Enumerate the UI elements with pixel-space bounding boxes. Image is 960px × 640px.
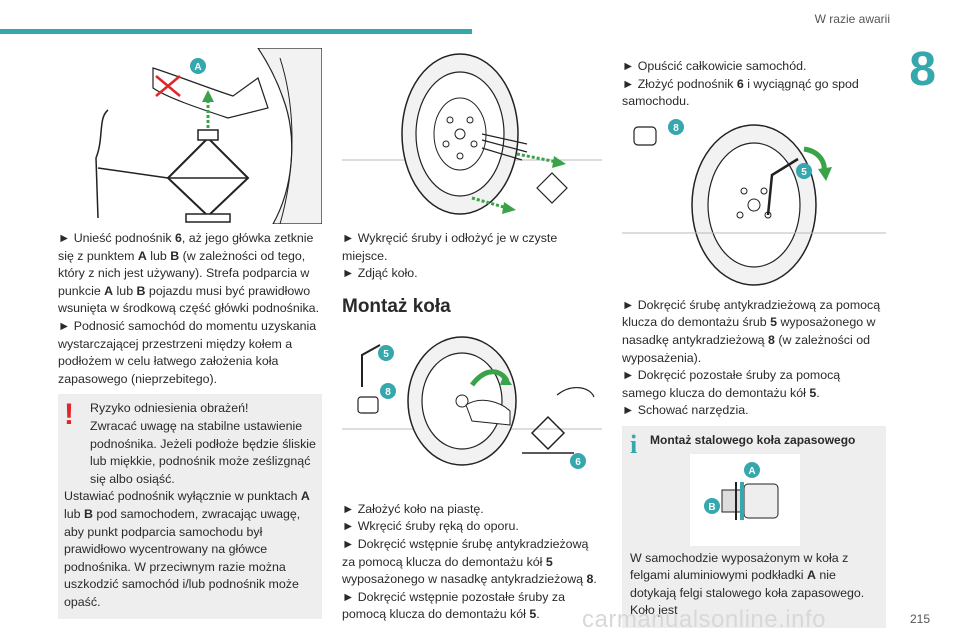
remove-wheel-instruction: ► Zdjąć koło. — [342, 266, 418, 281]
warning-line-3: Ustawiać podnośnik wyłącznie w punktach … — [64, 489, 310, 609]
info-title: Montaż stalowego koła zapasowego — [650, 432, 856, 447]
figure-label-6: 6 — [575, 457, 581, 468]
remove-bolts-instruction: ► Wykręcić śruby i odłożyć je w czyste m… — [342, 231, 558, 263]
figure-label-b: B — [708, 502, 715, 513]
remove-wheel-illustration — [342, 48, 602, 220]
pretighten-remaining-instruction: ► Dokręcić wstępnie pozostałe śruby za p… — [342, 589, 566, 622]
lower-car-instruction: ► Opuścić całkowicie samochód. — [622, 59, 807, 73]
figure-label-8: 8 — [673, 123, 679, 134]
watermark: carmanualsonline.info — [582, 606, 826, 633]
tighten-remaining-instruction: ► Dokręcić pozostałe śruby za pomocą sam… — [622, 368, 841, 400]
jack-under-car-figure: A — [58, 48, 322, 224]
info-box-steel-spare: i Montaż stalowego koła zapasowego A B W… — [622, 425, 886, 628]
chapter-number: 8 — [909, 43, 936, 96]
info-text: W samochodzie wyposażonym w koła z felga… — [630, 550, 865, 618]
warning-box: ! Ryzyko odniesienia obrażeń! Zwracać uw… — [58, 394, 322, 620]
mount-wheel-illustration: 5 8 6 — [342, 334, 602, 485]
header-title: W razie awarii — [814, 12, 890, 26]
jack-illustration: A — [58, 48, 322, 224]
figure-label-5: 5 — [801, 167, 807, 178]
washer-illustration: A B — [690, 453, 800, 546]
final-tighten-figure: 8 5 — [622, 114, 886, 287]
remove-wheel-figure — [342, 48, 602, 220]
final-tighten-illustration: 8 5 — [622, 114, 886, 287]
fit-wheel-instruction: ► Założyć koło na piastę. — [342, 501, 484, 516]
tighten-antitheft-instruction: ► Dokręcić śrubę antykradzieżową za pomo… — [622, 297, 881, 365]
column-2: ► Wykręcić śruby i odłożyć je w czyste m… — [342, 48, 602, 624]
section-title-wheel-mounting: Montaż koła — [342, 295, 451, 317]
info-icon: i — [630, 429, 638, 459]
screw-bolts-instruction: ► Wkręcić śruby ręką do oporu. — [342, 519, 519, 534]
mount-wheel-figure: 5 8 6 — [342, 334, 602, 485]
pretighten-antitheft-instruction: ► Dokręcić wstępnie śrubę antykradzieżow… — [342, 536, 597, 587]
figure-label-8: 8 — [385, 387, 391, 398]
stow-tools-instruction: ► Schować narzędzia. — [622, 403, 749, 418]
fold-jack-instruction: ► Złożyć podnośnik 6 i wyciągnąć go spod… — [622, 76, 859, 109]
page-number: 215 — [909, 612, 930, 626]
jack-raise-instruction: ► Unieść podnośnik 6, aż jego główka zet… — [58, 231, 320, 316]
figure-label-5: 5 — [383, 349, 389, 360]
figure-label-a: A — [748, 466, 755, 477]
warning-icon: ! — [64, 398, 74, 432]
figure-label-a: A — [194, 62, 201, 73]
washer-figure: A B — [690, 453, 800, 546]
warning-title: Ryzyko odniesienia obrażeń! — [90, 401, 249, 416]
warning-line-2: Zwracać uwagę na stabilne ustawienie pod… — [90, 418, 316, 486]
column-3: ► Opuścić całkowicie samochód. ► Złożyć … — [622, 10, 886, 628]
raise-car-instruction: ► Podnosić samochód do momentu uzyskania… — [58, 318, 317, 386]
header-accent-bar — [0, 29, 472, 34]
column-1: A ► Unieść podnośnik 6, aż jego główka z… — [58, 48, 322, 620]
